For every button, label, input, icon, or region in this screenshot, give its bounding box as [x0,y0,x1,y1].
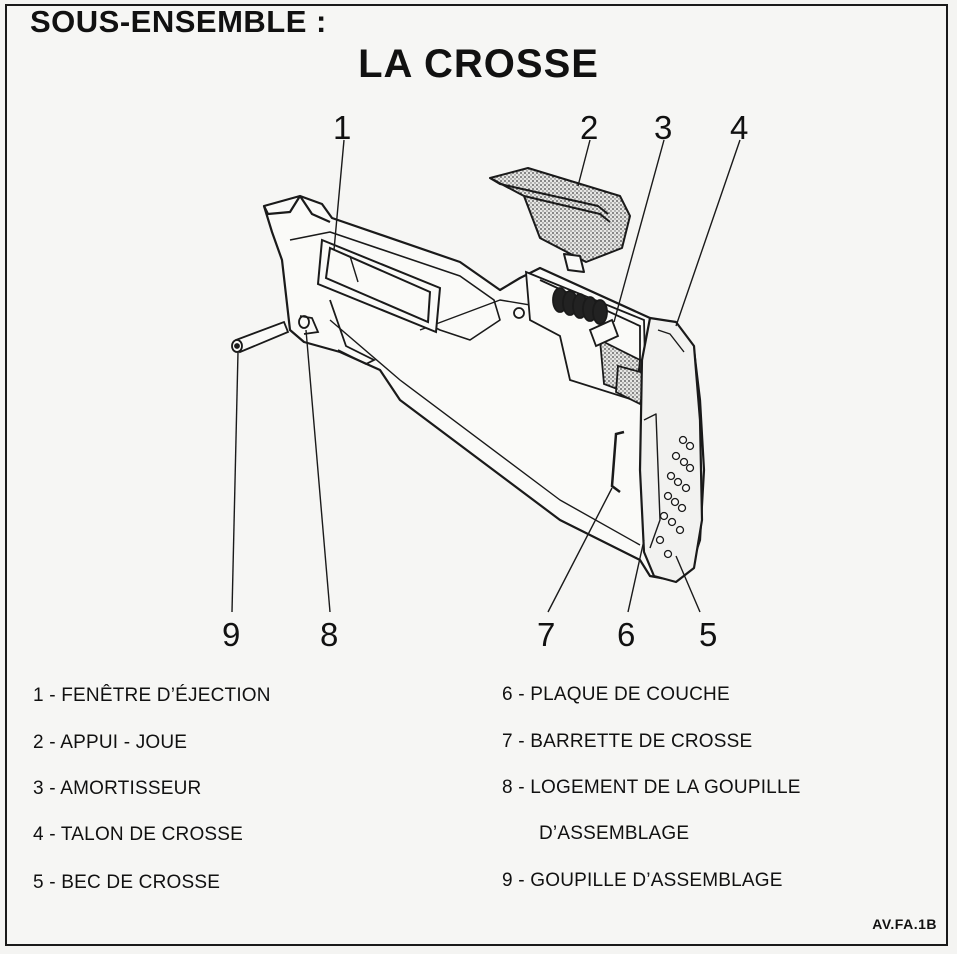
callout-numbers: 1 2 3 4 9 8 7 6 5 [222,109,748,653]
legend-item-9: 9 - GOUPILLE D’ASSEMBLAGE [502,870,783,891]
legend-item-7: 7 - BARRETTE DE CROSSE [502,731,753,752]
cheek-rest [489,167,631,273]
reference-code: AV.FA.1B [872,916,937,932]
legend-item-6: 6 - PLAQUE DE COUCHE [502,684,730,705]
callout-6: 6 [617,616,635,653]
legend-item-8: 8 - LOGEMENT DE LA GOUPILLE [502,777,801,798]
shock-absorber [513,270,650,406]
callout-4: 4 [730,109,748,146]
ejection-window [316,238,442,334]
callout-9: 9 [222,616,240,653]
assembly-pin [231,320,290,354]
butt-plate [638,316,704,584]
legend-item-5: 5 - BEC DE CROSSE [33,872,221,893]
legend-item-2: 2 - APPUI - JOUE [33,732,188,753]
callout-5: 5 [699,616,717,653]
pin-housing [298,299,377,366]
callout-1: 1 [333,109,351,146]
legend-item-4: 4 - TALON DE CROSSE [33,824,244,845]
leader-lines [231,139,741,613]
callout-2: 2 [580,109,598,146]
legend-item-3: 3 - AMORTISSEUR [33,778,202,799]
legend-item-8-continued: D’ASSEMBLAGE [539,823,690,844]
callout-3: 3 [654,109,672,146]
page-title: SOUS-ENSEMBLE : [30,4,327,39]
page-frame [5,4,948,946]
stock-strap [610,430,625,493]
legend-item-1: 1 - FENÊTRE D’ÉJECTION [33,685,271,706]
callout-7: 7 [537,616,555,653]
callout-8: 8 [320,616,338,653]
page-subtitle: LA CROSSE [358,42,599,86]
